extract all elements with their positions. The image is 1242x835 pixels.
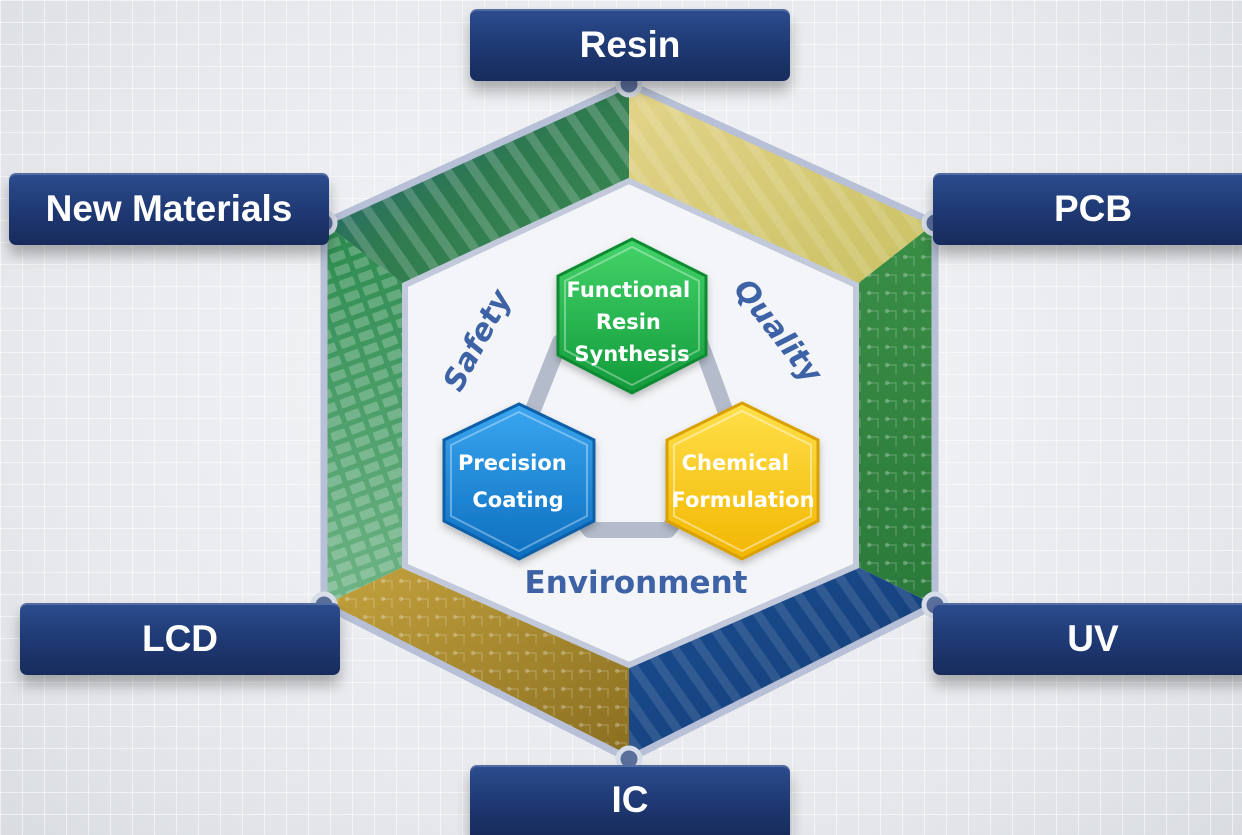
precision-line-1: Precision: [458, 451, 567, 475]
label-new-materials: New Materials: [9, 173, 329, 245]
svg-text:Functional Resin S: Functional Resin Synthesis: [567, 278, 698, 366]
label-uv-text: UV: [1067, 618, 1119, 659]
hex-chemical-formulation: Chemical Formulation: [665, 401, 820, 561]
chemical-line-2: Formulation: [671, 488, 814, 512]
svg-text:Chemical Formulation: Chemical Formulation: [671, 451, 814, 512]
svg-text:Precision Coating: Precision Coating: [458, 451, 574, 512]
chemical-line-1: Chemical: [682, 451, 790, 475]
photo-frame-ring: [324, 84, 935, 759]
label-pcb: PCB: [933, 173, 1242, 245]
hex-precision-coating: Precision Coating: [442, 402, 596, 561]
label-resin: Resin: [470, 9, 790, 81]
functional-line-1: Functional: [567, 278, 691, 302]
functional-line-3: Synthesis: [574, 342, 689, 366]
label-ic: IC: [470, 765, 790, 835]
hex-functional-resin-synthesis: Functional Resin Synthesis: [556, 237, 708, 395]
label-uv: UV: [933, 603, 1242, 675]
label-ic-text: IC: [611, 779, 649, 820]
label-lcd-text: LCD: [141, 618, 219, 659]
precision-line-2: Coating: [472, 488, 563, 512]
label-lcd: LCD: [20, 603, 340, 675]
functional-line-2: Resin: [596, 310, 661, 334]
label-resin-text: Resin: [579, 24, 681, 65]
value-environment: Environment: [525, 565, 748, 601]
label-pcb-text: PCB: [1053, 188, 1133, 229]
label-new-materials-text: New Materials: [45, 188, 293, 229]
